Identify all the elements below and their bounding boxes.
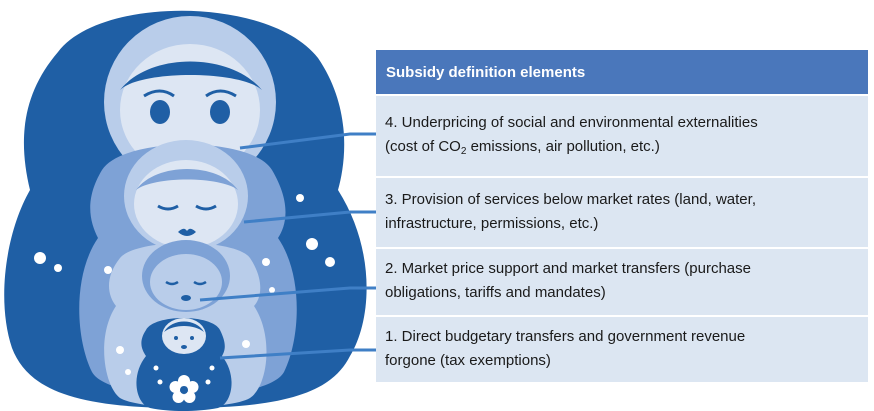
table-row-3: 3. Provision of services below market ra…	[376, 176, 868, 247]
row-2-line-2: obligations, tariffs and mandates)	[385, 284, 606, 301]
connectors	[199, 132, 376, 360]
row-1-line-2: forgone (tax exemptions)	[385, 352, 551, 369]
doll-medium-face	[134, 160, 238, 248]
table-header: Subsidy definition elements	[376, 50, 868, 94]
row-4-line-2: (cost of CO2 emissions, air pollution, e…	[385, 138, 660, 157]
table-row-2: 2. Market price support and market trans…	[376, 247, 868, 315]
row-3-line-1: 3. Provision of services below market ra…	[385, 191, 756, 208]
subsidy-definition-table: Subsidy definition elements 4. Underpric…	[376, 50, 868, 382]
row-3-line-2: infrastructure, permissions, etc.)	[385, 215, 599, 232]
flower-icon	[169, 375, 199, 403]
co2-subscript: 2	[460, 146, 467, 157]
connector-4	[239, 132, 376, 150]
doll-tiny	[136, 318, 232, 411]
connector-1	[219, 348, 376, 360]
row-2-line-1: 2. Market price support and market trans…	[385, 260, 751, 277]
doll-small-face	[150, 254, 222, 310]
connector-3	[243, 210, 376, 224]
table-row-1: 1. Direct budgetary transfers and govern…	[376, 315, 868, 382]
table-row-4: 4. Underpricing of social and environmen…	[376, 94, 868, 176]
row-4-line-1: 4. Underpricing of social and environmen…	[385, 114, 758, 131]
row-1-line-1: 1. Direct budgetary transfers and govern…	[385, 328, 746, 345]
connector-2	[199, 286, 376, 302]
